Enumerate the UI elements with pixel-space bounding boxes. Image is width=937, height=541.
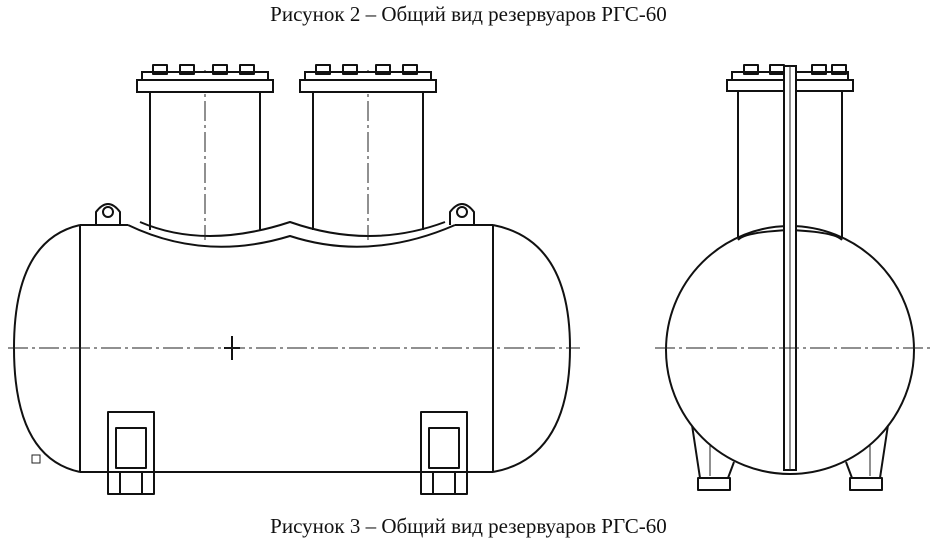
end-view — [655, 64, 930, 491]
end-support-right — [845, 424, 889, 491]
manhole-neck-2 — [299, 64, 437, 240]
lifting-lug-left — [95, 203, 121, 225]
support-right — [420, 411, 468, 495]
flange-bolts-2 — [315, 64, 418, 75]
manhole-neck-1 — [136, 64, 274, 240]
figure-caption-bottom: Рисунок 3 – Общий вид резервуаров РГС-60 — [270, 514, 667, 538]
neck-saddle — [127, 224, 456, 248]
figure-caption-top: Рисунок 2 – Общий вид резервуаров РГС-60 — [270, 2, 667, 26]
drain-nozzle — [31, 454, 41, 464]
lifting-lug-right — [449, 203, 475, 225]
side-view — [8, 64, 580, 495]
support-left — [107, 411, 155, 495]
vertical-pipe — [783, 65, 797, 471]
neck-saddle-inner — [139, 221, 446, 237]
flange-bolts-1 — [152, 64, 255, 75]
